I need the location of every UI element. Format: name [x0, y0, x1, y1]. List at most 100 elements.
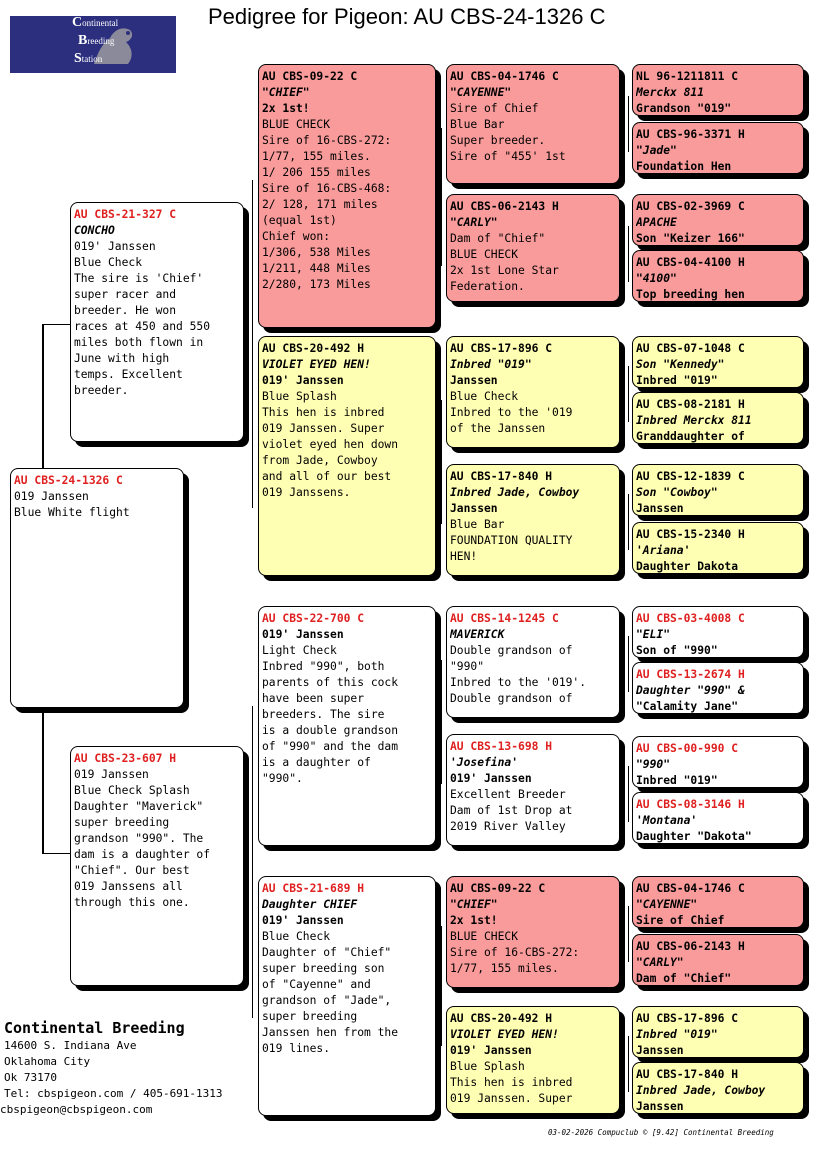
- pigeon-card-sire[interactable]: AU CBS-21-327 C CONCHO 019' Janssen Blue…: [70, 202, 244, 442]
- logo-line-2: Breeding: [78, 33, 115, 48]
- info-line: temps. Excellent: [74, 368, 183, 381]
- pigeon-card-g1[interactable]: NL 96-1211811 C Merckx 811 Grandson "019…: [632, 64, 804, 116]
- pigeon-card-g15[interactable]: AU CBS-17-896 C Inbred "019" Janssen: [632, 1006, 804, 1058]
- info-line: Janssen: [450, 502, 498, 515]
- info-line: breeders. The sire: [262, 708, 385, 721]
- pigeon-card-g11[interactable]: AU CBS-00-990 C "990" Inbred "019": [632, 736, 804, 788]
- info-line: 019 Janssen: [14, 490, 89, 503]
- pigeon-card-dss[interactable]: AU CBS-14-1245 C MAVERICK Double grandso…: [446, 606, 620, 718]
- pigeon-card-dsd[interactable]: AU CBS-13-698 H 'Josefina' 019' Janssen …: [446, 734, 620, 846]
- connector-line: [441, 400, 442, 524]
- info-line: is a double grandson: [262, 724, 399, 737]
- info-line: 1/306, 538 Miles: [262, 246, 371, 259]
- ring-number: AU CBS-21-689 H: [262, 882, 365, 895]
- info-line: Super breeder.: [450, 134, 546, 147]
- info-line: Top breeding hen: [636, 288, 745, 301]
- connector-line: [252, 706, 253, 1018]
- pigeon-card-sire-dam[interactable]: AU CBS-20-492 H VIOLET EYED HEN! 019' Ja…: [258, 336, 436, 576]
- info-line: Dam of 1st Drop at: [450, 804, 573, 817]
- info-line: 019 Janssen: [74, 768, 149, 781]
- pigeon-card-g4[interactable]: AU CBS-04-4100 H "4100" Top breeding hen: [632, 250, 804, 302]
- info-line: violet eyed hen down: [262, 438, 399, 451]
- info-line: 019 Janssens.: [262, 486, 351, 499]
- info-line: 2/280, 173 Miles: [262, 278, 371, 291]
- info-line: 2/ 128, 171 miles: [262, 198, 378, 211]
- pigeon-card-ssd[interactable]: AU CBS-06-2143 H "CARLY" Dam of "Chief" …: [446, 194, 620, 302]
- info-line: Janssen: [636, 1044, 684, 1057]
- pigeon-card-g6[interactable]: AU CBS-08-2181 H Inbred Merckx 811 Grand…: [632, 392, 804, 444]
- pigeon-card-dds[interactable]: AU CBS-09-22 C "CHIEF" 2x 1st! BLUE CHEC…: [446, 876, 620, 988]
- pigeon-card-g7[interactable]: AU CBS-12-1839 C Son "Cowboy" Janssen: [632, 464, 804, 516]
- info-line: from Jade, Cowboy: [262, 454, 378, 467]
- pigeon-card-g8[interactable]: AU CBS-15-2340 H 'Ariana' Daughter Dakot…: [632, 522, 804, 574]
- pigeon-card-g10[interactable]: AU CBS-13-2674 H Daughter "990" & "Calam…: [632, 662, 804, 714]
- pigeon-name: 'Montana': [636, 814, 698, 827]
- info-line: BLUE CHECK: [450, 248, 519, 261]
- ring-number: AU CBS-07-1048 C: [636, 342, 745, 355]
- pigeon-name: VIOLET EYED HEN!: [450, 1028, 559, 1041]
- info-line: Sire of 16-CBS-272:: [450, 946, 580, 959]
- pigeon-name: "990": [636, 758, 671, 771]
- info-line: 2019 River Valley: [450, 820, 566, 833]
- pigeon-card-g9[interactable]: AU CBS-03-4008 C "ELI" Son of "990": [632, 606, 804, 658]
- pigeon-card-ddd[interactable]: AU CBS-20-492 H VIOLET EYED HEN! 019' Ja…: [446, 1006, 620, 1114]
- pigeon-card-sire-sire[interactable]: AU CBS-09-22 C "CHIEF" 2x 1st! BLUE CHEC…: [258, 64, 436, 328]
- info-line: Double grandson of: [450, 692, 573, 705]
- logo-line-3: Station: [74, 51, 103, 66]
- info-line: Daughter "Maverick": [74, 800, 204, 813]
- info-line: Light Check: [262, 644, 337, 657]
- info-line: Chief won:: [262, 230, 331, 243]
- phone-line: Tel: cbspigeon.com / 405-691-1313: [4, 1087, 223, 1100]
- info-line: Blue Check: [74, 256, 143, 269]
- connector-line: [42, 324, 70, 325]
- pigeon-card-dam-sire[interactable]: AU CBS-22-700 C 019' Janssen Light Check…: [258, 606, 436, 846]
- connector-line: [628, 494, 629, 550]
- address-line: 14600 S. Indiana Ave: [4, 1039, 137, 1052]
- info-line: 019 Janssens all: [74, 880, 183, 893]
- pigeon-card-sds[interactable]: AU CBS-17-896 C Inbred "019" Janssen Blu…: [446, 336, 620, 448]
- info-line: of "Cayenne" and: [262, 978, 371, 991]
- info-line: 1/77, 155 miles.: [262, 150, 371, 163]
- connector-line: [628, 766, 629, 822]
- pigeon-card-sss[interactable]: AU CBS-04-1746 C "CAYENNE" Sire of Chief…: [446, 64, 620, 184]
- pigeon-name: Inbred Jade, Cowboy: [636, 1084, 766, 1097]
- pigeon-name: Daughter CHIEF: [262, 898, 358, 911]
- info-line: through this one.: [74, 896, 190, 909]
- info-line: Excellent Breeder: [450, 788, 566, 801]
- info-line: Son of "990": [636, 644, 718, 657]
- ring-number: AU CBS-09-22 C: [262, 70, 358, 83]
- pigeon-card-dam-dam[interactable]: AU CBS-21-689 H Daughter CHIEF 019' Jans…: [258, 876, 436, 1116]
- breeder-name: Continental Breeding: [4, 1019, 185, 1037]
- info-line: "Chief". Our best: [74, 864, 190, 877]
- ring-number: AU CBS-04-1746 C: [636, 882, 745, 895]
- logo-line-1: Continental: [72, 16, 119, 30]
- ring-number: AU CBS-15-2340 H: [636, 528, 745, 541]
- pigeon-name: Daughter "990" &: [636, 684, 745, 697]
- ring-number: AU CBS-04-4100 H: [636, 256, 745, 269]
- info-line: FOUNDATION QUALITY: [450, 534, 573, 547]
- pigeon-name: 'Josefina': [450, 756, 519, 769]
- info-line: grandson "990". The: [74, 832, 204, 845]
- info-line: Double grandson of: [450, 644, 573, 657]
- pigeon-card-g2[interactable]: AU CBS-96-3371 H "Jade" Foundation Hen: [632, 122, 804, 174]
- connector-line: [441, 660, 442, 784]
- info-line: miles both flown in: [74, 336, 204, 349]
- pigeon-card-g14[interactable]: AU CBS-06-2143 H "CARLY" Dam of "Chief": [632, 934, 804, 986]
- pigeon-card-dam[interactable]: AU CBS-23-607 H 019 Janssen Blue Check S…: [70, 746, 244, 986]
- pigeon-card-sdd[interactable]: AU CBS-17-840 H Inbred Jade, Cowboy Jans…: [446, 464, 620, 576]
- ring-number: AU CBS-17-896 C: [450, 342, 553, 355]
- info-line: (equal 1st): [262, 214, 337, 227]
- pigeon-card-subject[interactable]: AU CBS-24-1326 C 019 Janssen Blue White …: [10, 468, 184, 708]
- pigeon-card-g16[interactable]: AU CBS-17-840 H Inbred Jade, Cowboy Jans…: [632, 1062, 804, 1114]
- ring-number: AU CBS-20-492 H: [450, 1012, 553, 1025]
- pigeon-card-g13[interactable]: AU CBS-04-1746 C "CAYENNE" Sire of Chief: [632, 876, 804, 928]
- ring-number: AU CBS-00-990 C: [636, 742, 739, 755]
- page-title: Pedigree for Pigeon: AU CBS-24-1326 C: [208, 4, 606, 29]
- pigeon-card-g3[interactable]: AU CBS-02-3969 C APACHE Son "Keizer 166": [632, 194, 804, 246]
- info-line: 1/ 206 155 miles: [262, 166, 371, 179]
- pigeon-name: CONCHO: [74, 224, 115, 237]
- info-line: 1/77, 155 miles.: [450, 962, 559, 975]
- info-line: BLUE CHECK: [262, 118, 331, 131]
- pigeon-card-g5[interactable]: AU CBS-07-1048 C Son "Kennedy" Inbred "0…: [632, 336, 804, 388]
- pigeon-card-g12[interactable]: AU CBS-08-3146 H 'Montana' Daughter "Dak…: [632, 792, 804, 844]
